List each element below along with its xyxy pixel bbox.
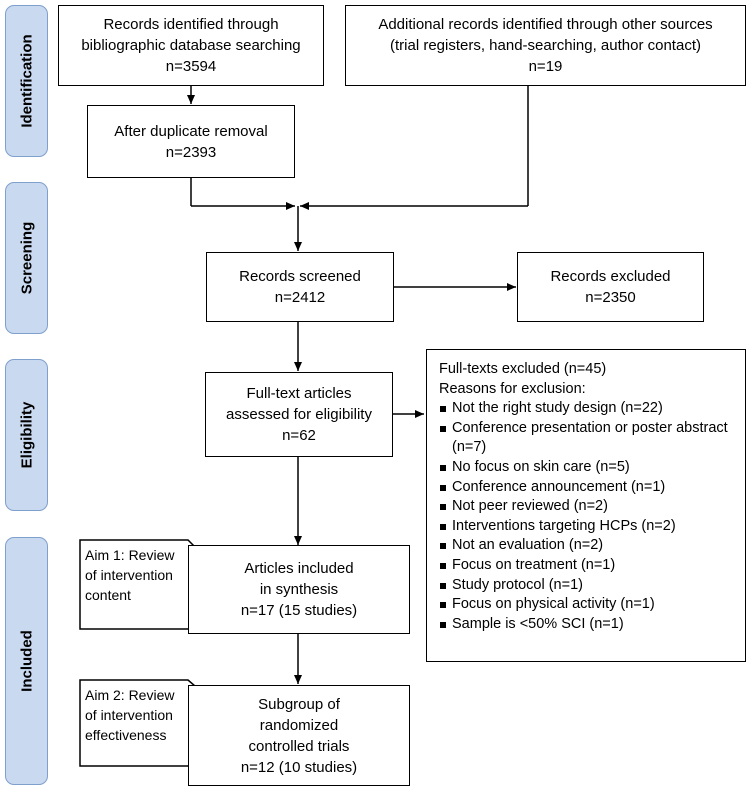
exclusion-reason-item: Not an evaluation (n=2)	[439, 536, 739, 556]
database-records-line2: bibliographic database searching	[81, 37, 301, 54]
phase-included: Included	[5, 537, 48, 785]
other-sources-line2: (trial registers, hand-searching, author…	[390, 37, 701, 54]
rct-subgroup-box: Subgroup of randomized controlled trials…	[188, 685, 410, 786]
exclusion-reasons-list: Not the right study design (n=22) Confer…	[439, 399, 739, 634]
exclusion-reason-item: Focus on treatment (n=1)	[439, 556, 739, 576]
records-excluded-line1: Records excluded	[550, 268, 671, 285]
duplicate-removal-box: After duplicate removal n=2393	[87, 105, 295, 178]
fulltext-excluded-heading: Full-texts excluded (n=45)	[439, 361, 607, 377]
other-sources-line1: Additional records identified through ot…	[378, 16, 713, 33]
articles-included-line2: in synthesis	[259, 581, 339, 598]
records-excluded-box: Records excluded n=2350	[517, 252, 704, 322]
articles-included-box: Articles included in synthesis n=17 (15 …	[188, 545, 410, 634]
rct-subgroup-line1: Subgroup of	[258, 695, 340, 713]
aim2-line2: of intervention	[85, 707, 173, 723]
exclusion-reasons-heading: Reasons for exclusion:	[439, 380, 586, 397]
exclusion-reason-item: Interventions targeting HCPs (n=2)	[439, 517, 739, 537]
other-sources-count: n=19	[528, 58, 563, 75]
aim1-line1: Aim 1: Review	[85, 547, 175, 563]
articles-included-line1: Articles included	[244, 560, 354, 577]
rct-subgroup-count: n=12 (10 studies)	[240, 758, 358, 776]
fulltext-assessed-line1: Full-text articles	[246, 385, 352, 402]
database-records-box: Records identified through bibliographic…	[58, 5, 324, 86]
rct-subgroup-line3: controlled trials	[248, 737, 350, 755]
phase-eligibility: Eligibility	[5, 359, 48, 511]
exclusion-reason-item: Conference announcement (n=1)	[439, 478, 739, 498]
duplicate-removal-count: n=2393	[165, 143, 217, 161]
aim1-line2: of intervention	[85, 567, 173, 583]
records-screened-count: n=2412	[274, 289, 326, 306]
fulltext-assessed-line2: assessed for eligibility	[226, 406, 372, 423]
aim1-label: Aim 1: Review of intervention content	[85, 545, 174, 605]
aim2-line1: Aim 2: Review	[85, 687, 175, 703]
other-sources-box: Additional records identified through ot…	[345, 5, 746, 86]
aim1-line3: content	[85, 587, 131, 603]
records-screened-box: Records screened n=2412	[206, 252, 394, 322]
aim2-label: Aim 2: Review of intervention effectiven…	[85, 685, 174, 745]
exclusion-reason-item: Conference presentation or poster abstra…	[439, 419, 739, 458]
fulltext-assessed-count: n=62	[282, 427, 316, 444]
fulltext-assessed-box: Full-text articles assessed for eligibil…	[205, 372, 393, 457]
records-screened-line1: Records screened	[239, 268, 361, 285]
exclusion-reason-item: Not peer reviewed (n=2)	[439, 497, 739, 517]
rct-subgroup-line2: randomized	[259, 716, 339, 734]
fulltext-excluded-box: Full-texts excluded (n=45) Reasons for e…	[426, 349, 746, 662]
records-excluded-count: n=2350	[585, 289, 636, 306]
database-records-count: n=3594	[165, 58, 217, 75]
articles-included-count: n=17 (15 studies)	[240, 602, 358, 619]
exclusion-reason-item: Not the right study design (n=22)	[439, 399, 739, 419]
phase-identification: Identification	[5, 5, 48, 157]
exclusion-reason-item: Sample is <50% SCI (n=1)	[439, 615, 739, 635]
phase-screening: Screening	[5, 182, 48, 334]
database-records-line1: Records identified through	[103, 16, 279, 33]
aim2-line3: effectiveness	[85, 727, 167, 743]
exclusion-reason-item: Focus on physical activity (n=1)	[439, 595, 739, 615]
exclusion-reason-item: No focus on skin care (n=5)	[439, 458, 739, 478]
duplicate-removal-line1: After duplicate removal	[114, 122, 268, 140]
exclusion-reason-item: Study protocol (n=1)	[439, 576, 739, 596]
